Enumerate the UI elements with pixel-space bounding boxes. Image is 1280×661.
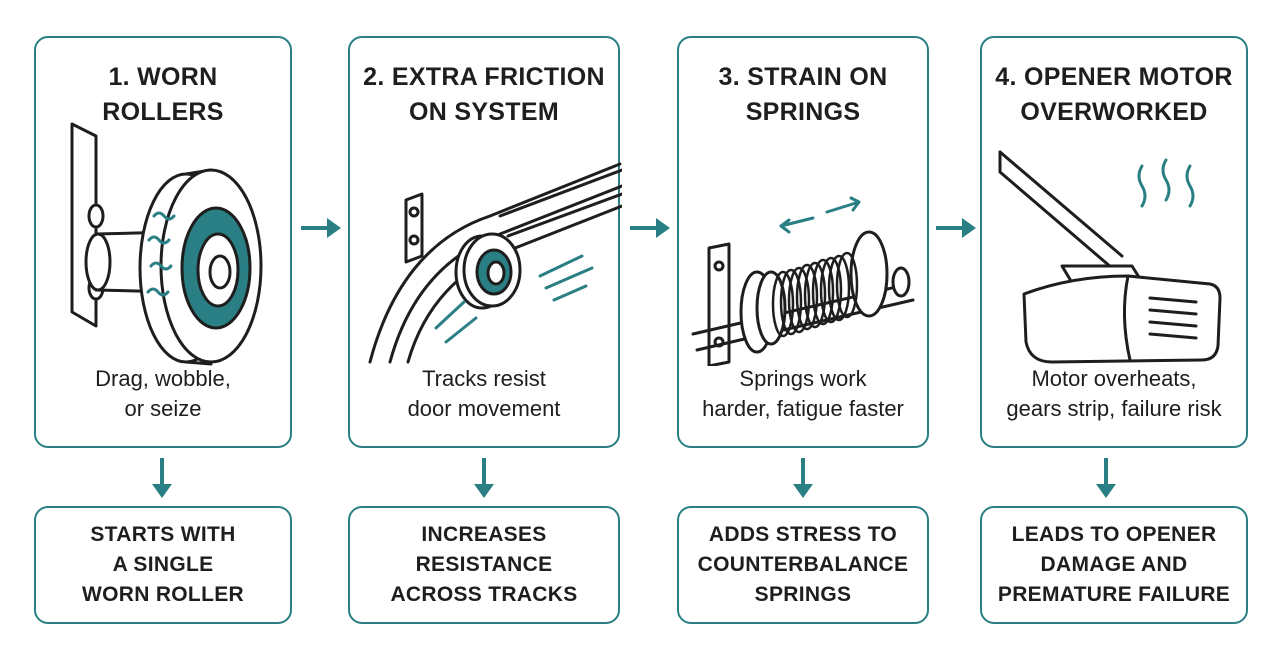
summary-box-1: STARTS WITH A SINGLE WORN ROLLER: [34, 506, 292, 624]
step-title: 3. STRAIN ON SPRINGS: [718, 63, 888, 126]
arrow-down-icon: [474, 458, 494, 498]
step-description: Motor overheats, gears strip, failure ri…: [1006, 366, 1222, 421]
step-title: 4. OPENER MOTOR OVERWORKED: [995, 63, 1233, 126]
arrow-right-icon: [936, 218, 976, 238]
summary-box-4: LEADS TO OPENER DAMAGE AND PREMATURE FAI…: [980, 506, 1248, 624]
summary-text: ADDS STRESS TO COUNTERBALANCE SPRINGS: [697, 523, 909, 606]
opener-motor-icon: [998, 150, 1222, 364]
torsion-spring-icon: [691, 196, 915, 366]
summary-text: STARTS WITH A SINGLE WORN ROLLER: [82, 523, 244, 606]
arrow-down-icon: [793, 458, 813, 498]
track-roller-icon: [368, 162, 622, 364]
arrow-down-icon: [152, 458, 172, 498]
summary-box-2: INCREASES RESISTANCE ACROSS TRACKS: [348, 506, 620, 624]
step-description: Drag, wobble, or seize: [95, 366, 231, 421]
summary-text: INCREASES RESISTANCE ACROSS TRACKS: [390, 523, 578, 606]
summary-box-3: ADDS STRESS TO COUNTERBALANCE SPRINGS: [677, 506, 929, 624]
step-title: 2. EXTRA FRICTION ON SYSTEM: [363, 63, 605, 126]
arrow-right-icon: [301, 218, 341, 238]
step-card-4: 4. OPENER MOTOR OVERWORKED Motor overhea…: [980, 36, 1248, 448]
arrow-down-icon: [1096, 458, 1116, 498]
step-description: Tracks resist door movement: [407, 366, 561, 421]
step-card-2: 2. EXTRA FRICTION ON SYSTEM Tracks resis…: [348, 36, 622, 448]
summary-text: LEADS TO OPENER DAMAGE AND PREMATURE FAI…: [997, 523, 1231, 606]
step-title: 1. WORN ROLLERS: [102, 63, 224, 126]
step-description: Springs work harder, fatigue faster: [702, 366, 904, 421]
arrow-right-icon: [630, 218, 670, 238]
worn-roller-icon: [70, 122, 263, 366]
step-card-1: 1. WORN ROLLERS Drag, wobble, or seize: [34, 36, 292, 448]
step-card-3: 3. STRAIN ON SPRINGS: [677, 36, 929, 448]
